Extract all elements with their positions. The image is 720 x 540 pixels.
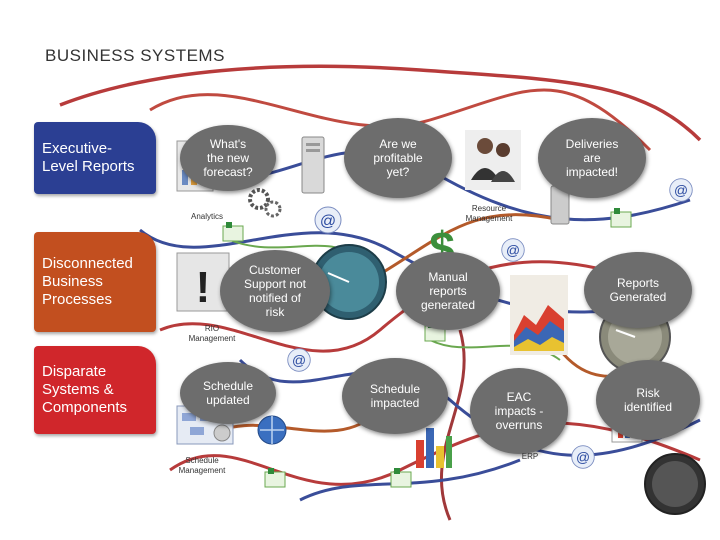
wire-red-5 [439, 329, 466, 521]
excel-icon [610, 208, 632, 228]
customer-support-bubble: Customer Support not notified of risk [220, 250, 330, 332]
manual-reports-text: Manual reports generated [420, 270, 476, 312]
reports-generated-bubble: Reports Generated [584, 252, 692, 328]
disparate-systems-label: Disparate Systems & Components [42, 363, 128, 416]
schedule-impacted-text: Schedule impacted [369, 382, 421, 410]
reports-generated-text: Reports Generated [609, 276, 667, 304]
email-icon: @ [287, 348, 311, 372]
rio-management-label: RIO Management [188, 324, 236, 343]
bar-chart-icon [416, 428, 452, 468]
svg-text:@: @ [576, 449, 590, 465]
profitable-bubble: Are we profitable yet? [344, 118, 452, 198]
risk-identified-bubble: Risk identified [596, 360, 700, 440]
wire-red-4 [169, 421, 701, 486]
analytics-label: Analytics [190, 212, 223, 221]
svg-text:@: @ [506, 242, 520, 258]
email-icon: @ [501, 238, 525, 262]
schedule-updated-bubble: Schedule updated [180, 362, 276, 424]
wire-blue-1 [139, 228, 681, 314]
wire-red-1 [59, 64, 702, 142]
forecast-bubble: What's the new forecast? [180, 125, 276, 191]
excel-icon [222, 222, 244, 242]
people-icon [465, 130, 521, 190]
executive-reports-label: Executive- Level Reports [42, 140, 135, 175]
globe-icon [257, 415, 287, 445]
customer-support-text: Customer Support not notified of risk [243, 263, 307, 319]
wire-red-3 [159, 260, 641, 353]
email-icon: @ [669, 178, 693, 202]
gauge-icon [311, 244, 387, 320]
executive-reports-box: Executive- Level Reports [34, 122, 156, 194]
svg-text:!: ! [196, 263, 211, 312]
eac-impacts-text: EAC impacts - overruns [494, 390, 544, 432]
excel-icon [390, 468, 412, 488]
erp-label: ERP [521, 452, 539, 461]
svg-text:@: @ [292, 352, 306, 368]
disparate-systems-box: Disparate Systems & Components [34, 346, 156, 434]
page-title: Business Systems [45, 46, 225, 65]
disconnected-processes-label: Disconnected Business Processes [42, 255, 133, 308]
manual-reports-bubble: Manual reports generated [396, 252, 500, 330]
schedule-updated-text: Schedule updated [202, 379, 254, 407]
gauge-icon [644, 453, 706, 515]
forecast-text: What's the new forecast? [203, 137, 253, 179]
resource-management-label: Resource Management [465, 204, 513, 223]
email-icon: @ [571, 445, 595, 469]
eac-impacts-bubble: EAC impacts - overruns [470, 368, 568, 454]
wire-blue-3 [238, 358, 701, 457]
server-icon [301, 136, 325, 194]
deliveries-text: Deliveries are impacted! [565, 137, 619, 179]
svg-text:@: @ [320, 213, 336, 230]
svg-text:@: @ [674, 182, 688, 198]
risk-identified-text: Risk identified [623, 386, 673, 414]
deliveries-bubble: Deliveries are impacted! [538, 118, 646, 198]
wire-red-2 [149, 88, 652, 152]
profitable-text: Are we profitable yet? [373, 137, 423, 179]
schedule-management-label: Schedule Management [178, 456, 226, 475]
excel-icon [264, 468, 286, 488]
schedule-impacted-bubble: Schedule impacted [342, 358, 448, 434]
gear-icon [248, 188, 282, 218]
email-icon: @ [314, 206, 342, 234]
disconnected-processes-box: Disconnected Business Processes [34, 232, 156, 332]
chart-icon [510, 275, 568, 355]
